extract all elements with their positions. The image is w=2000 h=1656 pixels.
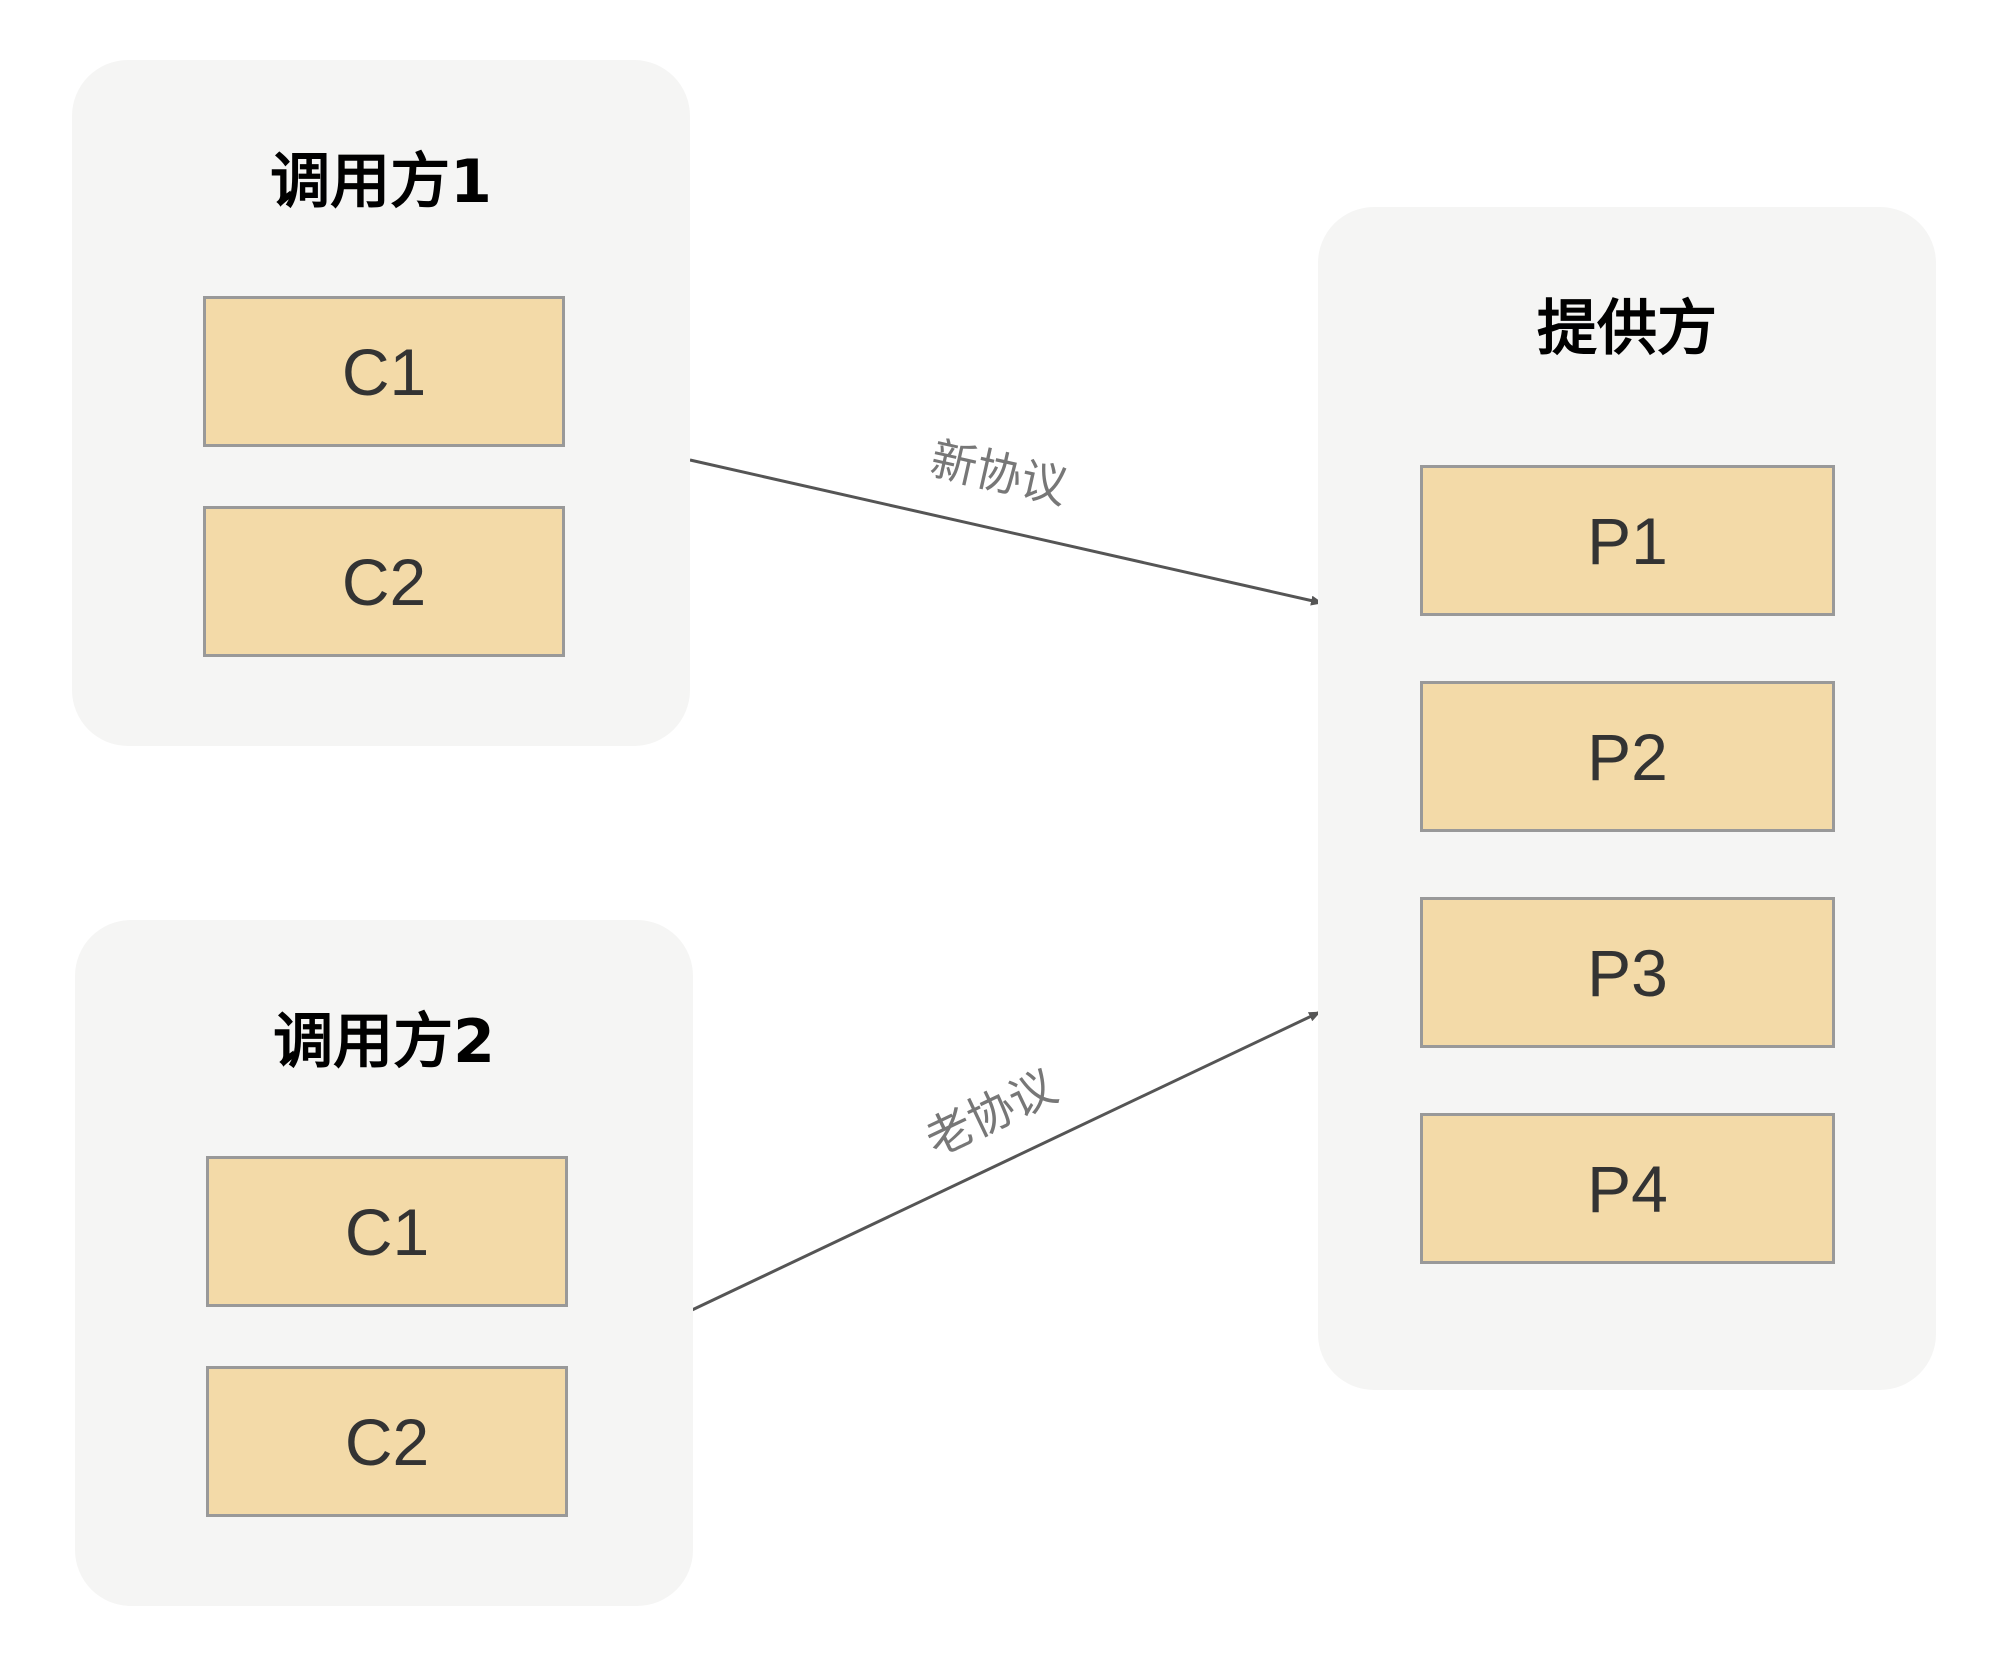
- provider-node-p3: P3: [1420, 897, 1835, 1048]
- caller-2-group: 调用方2 C1 C2: [75, 920, 693, 1606]
- provider-node-p1: P1: [1420, 465, 1835, 616]
- caller-1-node-c1: C1: [203, 296, 565, 447]
- caller-2-node-c2: C2: [206, 1366, 568, 1517]
- caller-1-title: 调用方1: [270, 147, 492, 217]
- edge-new-protocol-arrow: [689, 458, 1323, 606]
- provider-node-p2: P2: [1420, 681, 1835, 832]
- provider-title: 提供方: [1537, 294, 1717, 364]
- caller-1-node-c2: C2: [203, 506, 565, 657]
- provider-group: 提供方 P1 P2 P3 P4: [1318, 207, 1936, 1390]
- provider-node-p4: P4: [1420, 1113, 1835, 1264]
- caller-2-node-c1: C1: [206, 1156, 568, 1307]
- caller-1-group: 调用方1 C1 C2: [72, 60, 690, 746]
- caller-2-title: 调用方2: [273, 1007, 495, 1077]
- edge-old-protocol-arrow: [691, 1010, 1321, 1312]
